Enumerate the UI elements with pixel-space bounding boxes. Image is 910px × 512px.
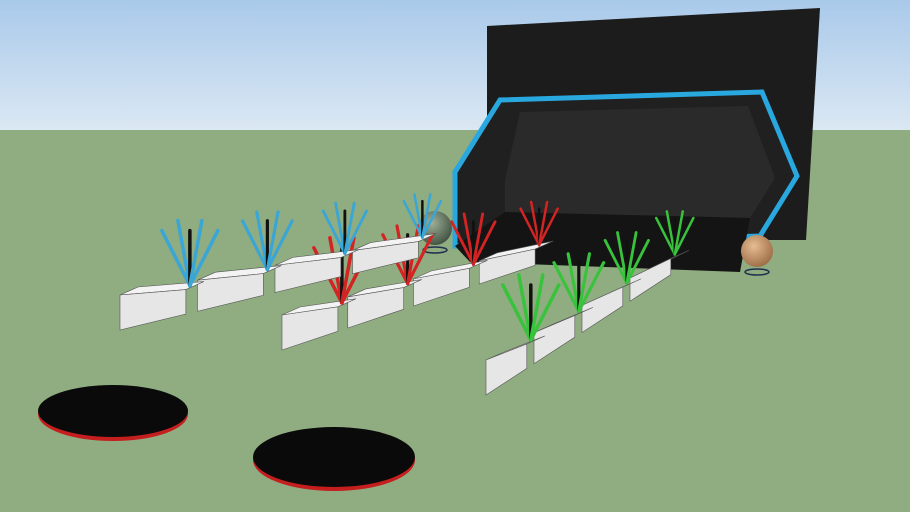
light-stick [552, 261, 581, 314]
light-stick [577, 261, 606, 314]
light-stick [655, 216, 677, 256]
light-stick [529, 283, 561, 342]
block-side [347, 287, 404, 329]
light-stick [421, 193, 432, 239]
block-side [119, 289, 187, 331]
light-stick [340, 236, 356, 305]
block-side [581, 286, 624, 334]
light-stick [616, 231, 629, 285]
block-side [352, 241, 419, 275]
light-stick [343, 201, 356, 255]
light-stick [255, 210, 269, 272]
light-stick [529, 273, 545, 342]
light-stick [519, 207, 541, 247]
hexagon-inner [505, 106, 775, 218]
block-side [281, 306, 339, 351]
light-stick [450, 220, 475, 266]
light-stick [471, 220, 497, 266]
block-side [478, 248, 536, 285]
light-stick [529, 200, 541, 247]
light-stick [334, 201, 347, 255]
light-stick [188, 218, 204, 288]
light-stick [265, 210, 280, 272]
light-stick [673, 210, 684, 256]
light-stick [625, 231, 638, 285]
light-stick [537, 207, 559, 247]
light-stick [421, 199, 443, 239]
block-side [629, 257, 672, 302]
light-stick [265, 219, 294, 272]
black-hole-left [38, 385, 188, 441]
light-stick [343, 209, 368, 255]
light-stick [413, 193, 424, 239]
light-stick [402, 199, 424, 239]
light-stick [517, 273, 533, 342]
light-stick [577, 252, 592, 314]
block-side [533, 314, 576, 365]
block-row [119, 193, 443, 331]
light-stick [537, 200, 549, 247]
light-stick [321, 209, 347, 255]
light-stick [176, 218, 192, 288]
light-stick [462, 212, 475, 266]
light-stick [625, 238, 650, 285]
block-row [485, 210, 695, 396]
light-stick [471, 212, 485, 266]
black-hole-right [253, 427, 415, 491]
block-side [485, 343, 528, 396]
light-stick [566, 252, 581, 314]
light-stick [603, 238, 629, 285]
light-stick [240, 219, 269, 272]
light-stick [673, 216, 695, 256]
light-stick [160, 228, 192, 288]
light-stick [188, 228, 220, 288]
light-stick [501, 283, 533, 342]
block-side [197, 273, 264, 312]
block-side [413, 267, 470, 307]
tan-sphere [741, 235, 773, 276]
block-row [281, 200, 559, 351]
light-stick [406, 233, 435, 286]
light-stick [665, 210, 677, 256]
block-side [274, 257, 342, 293]
